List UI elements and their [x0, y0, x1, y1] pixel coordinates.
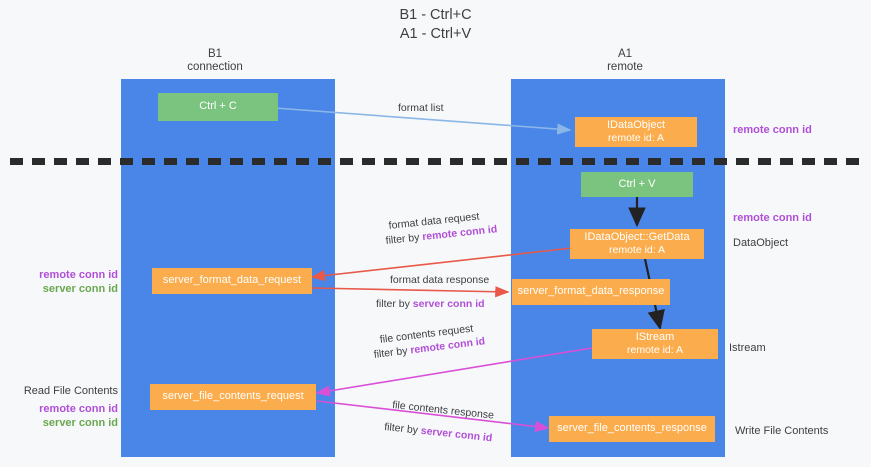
annotation-right-write-file: Write File Contents: [735, 424, 828, 438]
filter-prefix: filter by: [385, 231, 423, 247]
node-idataobject-sub: remote id: A: [607, 132, 665, 144]
node-getdata[interactable]: IDataObject::GetData remote id: A: [570, 229, 704, 259]
annotation-server-conn-id: server conn id: [42, 283, 118, 295]
node-server-format-data-request[interactable]: server_format_data_request: [152, 268, 312, 294]
annotation-left-conn-ids-2: remote conn id server conn id: [22, 402, 118, 430]
diagram-title: B1 - Ctrl+C A1 - Ctrl+V: [0, 6, 871, 44]
node-istream-label: IStream: [635, 330, 675, 343]
node-ctrl-c[interactable]: Ctrl + C: [158, 93, 278, 121]
title-line-2: A1 - Ctrl+V: [399, 26, 472, 42]
annotation-left-read-file-block: Read File Contents: [13, 384, 118, 398]
annotation-text: Write File Contents: [735, 425, 829, 437]
node-server-format-data-request-label: server_format_data_request: [162, 274, 302, 287]
filter-key: server conn id: [412, 298, 485, 310]
annotation-left-conn-ids: remote conn id server conn id: [22, 268, 118, 296]
lane-a1-title: A1: [617, 48, 633, 60]
annotation-server-conn-id-2: server conn id: [42, 417, 118, 429]
connector-format-data-response: [311, 286, 510, 298]
annotation-read-file-contents: Read File Contents: [23, 385, 118, 397]
node-getdata-sub: remote id: A: [608, 244, 666, 256]
lane-b1-subtitle: connection: [187, 61, 243, 73]
node-istream-sub: remote id: A: [626, 344, 684, 356]
node-idataobject[interactable]: IDataObject remote id: A: [575, 117, 697, 147]
filter-key: server conn id: [420, 424, 493, 445]
annotation-text: remote conn id: [733, 124, 812, 136]
annotation-right-top-conn: remote conn id: [733, 123, 812, 137]
node-ctrl-v-label: Ctrl + V: [618, 177, 656, 190]
wire-label-format-list: format list: [398, 102, 444, 114]
lane-header-a1: A1 remote: [565, 48, 685, 74]
annotation-text: DataObject: [733, 237, 789, 249]
node-idataobject-label: IDataObject: [606, 118, 666, 131]
section-divider: [10, 158, 861, 165]
node-ctrl-c-label: Ctrl + C: [199, 100, 237, 113]
annotation-text: Istream: [729, 342, 766, 354]
lane-a1-subtitle: remote: [607, 61, 643, 73]
wire-label-file-contents-response: file contents response: [391, 398, 495, 422]
title-line-1: B1 - Ctrl+C: [399, 7, 472, 23]
node-server-file-contents-request[interactable]: server_file_contents_request: [150, 384, 316, 410]
filter-prefix: filter by: [373, 344, 412, 361]
filter-prefix: filter by: [383, 420, 422, 437]
annotation-text: remote conn id: [733, 212, 812, 224]
node-server-format-data-response-label: server_format_data_response: [517, 285, 665, 298]
wire-label-format-data-response-filter: filter by server conn id: [376, 297, 485, 311]
node-server-file-contents-response-label: server_file_contents_response: [557, 422, 707, 435]
annotation-remote-conn-id-2: remote conn id: [39, 403, 118, 415]
node-istream[interactable]: IStream remote id: A: [592, 329, 718, 359]
annotation-remote-conn-id: remote conn id: [39, 269, 118, 281]
annotation-right-mid-conn: remote conn id: [733, 211, 812, 225]
lane-header-b1: B1 connection: [155, 48, 275, 74]
node-ctrl-v[interactable]: Ctrl + V: [581, 172, 693, 197]
annotation-right-dataobject: DataObject: [733, 236, 788, 250]
node-server-file-contents-response[interactable]: server_file_contents_response: [549, 416, 715, 442]
wire-label-format-data-response: format data response: [390, 274, 490, 286]
node-getdata-label: IDataObject::GetData: [584, 230, 690, 243]
node-server-format-data-response[interactable]: server_format_data_response: [512, 279, 670, 305]
lane-b1-title: B1: [207, 48, 223, 60]
node-server-file-contents-request-label: server_file_contents_request: [162, 390, 304, 403]
annotation-right-istream: Istream: [729, 341, 766, 355]
wire-label-file-contents-response-filter: filter by server conn id: [384, 420, 493, 445]
filter-prefix: filter by: [376, 298, 413, 310]
